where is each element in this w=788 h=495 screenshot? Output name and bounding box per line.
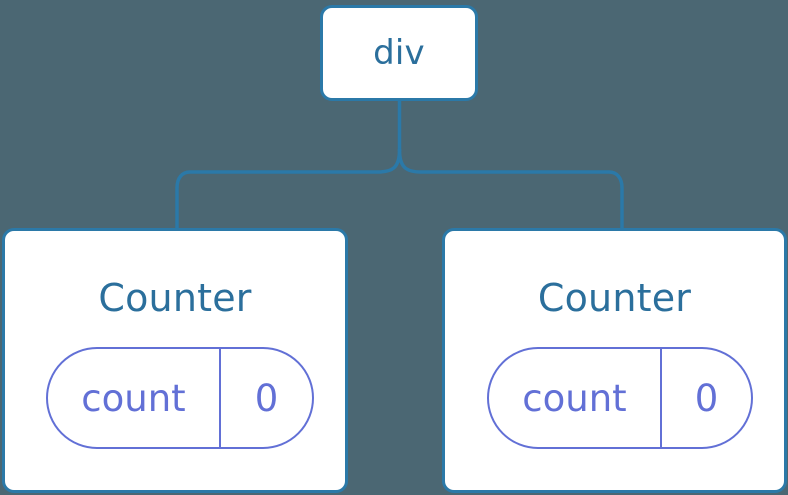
node-counter-1[interactable]: Counter count 0 <box>2 228 348 493</box>
state-key-label-counter-1: count <box>81 376 186 420</box>
node-counter-1-body: Counter count 0 <box>5 231 345 490</box>
state-key-cell-counter-1: count <box>48 349 221 447</box>
node-div[interactable]: div <box>320 5 478 101</box>
node-counter-2-body: Counter count 0 <box>445 231 784 490</box>
state-value-label-counter-2: 0 <box>694 376 719 420</box>
connector-left-branch <box>175 148 402 231</box>
state-value-label-counter-1: 0 <box>254 376 279 420</box>
node-counter-2-label: Counter <box>537 276 692 320</box>
node-counter-2[interactable]: Counter count 0 <box>442 228 787 493</box>
connector-right-branch <box>397 148 624 231</box>
state-pill-counter-2[interactable]: count 0 <box>487 347 753 449</box>
state-value-cell-counter-2: 0 <box>662 349 751 447</box>
node-div-label: div <box>373 33 425 73</box>
state-pill-counter-1[interactable]: count 0 <box>46 347 314 449</box>
node-counter-1-label: Counter <box>98 276 252 320</box>
state-key-label-counter-2: count <box>522 376 627 420</box>
state-value-cell-counter-1: 0 <box>221 349 312 447</box>
state-key-cell-counter-2: count <box>489 349 662 447</box>
